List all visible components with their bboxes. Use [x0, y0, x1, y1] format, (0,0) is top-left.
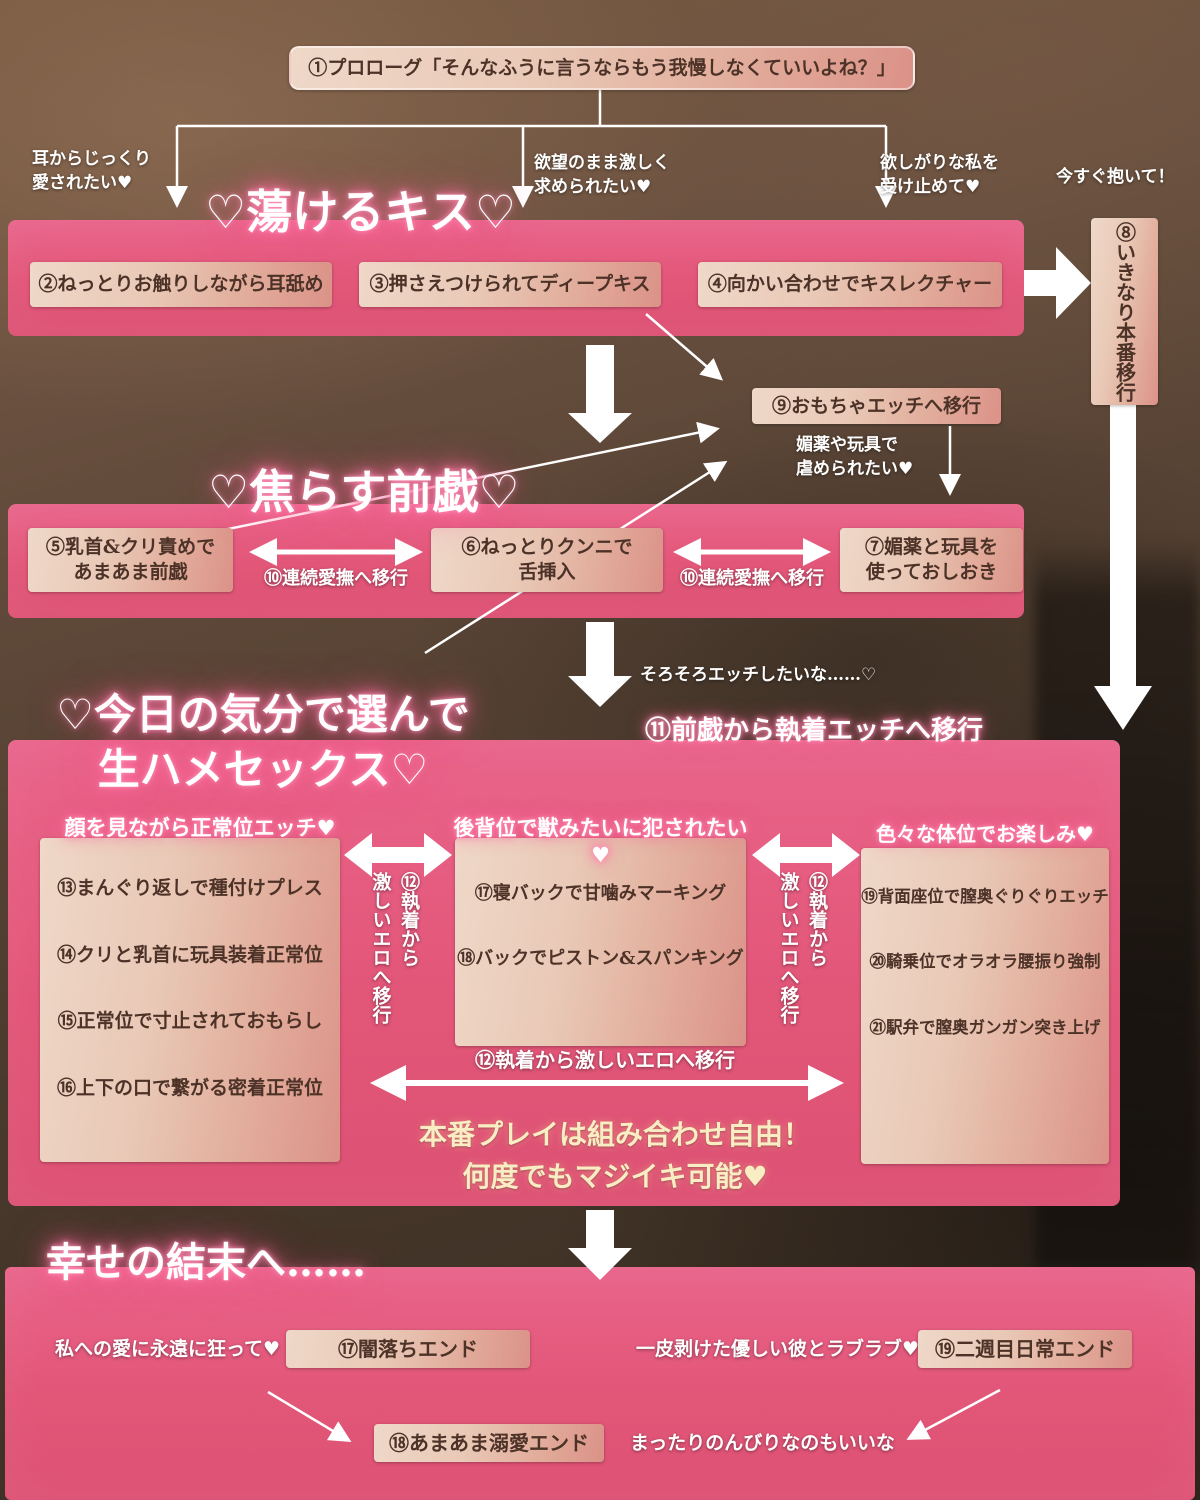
title-happy-endings: 幸せの結末へ……	[46, 1239, 366, 1286]
arrow-box3-to-toy	[645, 313, 724, 381]
box-track13: ⑬まんぐり返しで種付けプレス	[57, 877, 323, 899]
arrow-down-foreplay-to-main	[568, 622, 632, 707]
box-track6: ⑥ねっとりクンニで 舌挿入	[431, 528, 663, 592]
header-missionary: 顔を見ながら正常位エッチ♥	[64, 815, 336, 840]
box-track21: ㉑駅弁で膣奥ガンガン突き上げ	[869, 1017, 1101, 1037]
arrow-down-kiss-to-foreplay	[568, 345, 632, 443]
box-sweet-end: ⑱あまあま溺愛エンド	[374, 1424, 604, 1462]
box-track17: ⑰寝バックで甘噛みマーキング	[474, 883, 727, 904]
arrow-instant-down-long	[1094, 405, 1152, 730]
title-melting-kiss: ♡蕩けるキス♡	[205, 185, 517, 239]
title-raw-sex: ♡今日の気分で選んで 生ハメセックス♡	[56, 690, 470, 794]
column-various: ⑲背面座位で膣奥ぐりぐりエッチ ⑳騎乗位でオラオラ腰振り強制 ㉑駅弁で膣奥ガンガ…	[861, 848, 1109, 1164]
label-transfer-10a: ⑩連続愛撫へ移行	[264, 568, 408, 589]
label-aphrodisiac-toys: 媚薬や玩具で 虐められたい♥	[796, 435, 914, 479]
arrow-daily-to-chill	[906, 1388, 1001, 1440]
box-track16: ⑯上下の口で繋がる密着正常位	[56, 1077, 323, 1100]
label-hold-me-now: 今すぐ抱いて！	[1056, 167, 1175, 187]
header-various-positions: 色々な体位でお楽しみ♥	[876, 822, 1094, 846]
arrow-kiss-to-instant	[1024, 247, 1091, 319]
arrow-dark-to-sweet-end	[267, 1390, 352, 1443]
column-missionary: ⑬まんぐり返しで種付けプレス ⑭クリと乳首に玩具装着正常位 ⑮正常位で寸止されて…	[40, 838, 340, 1162]
label-ear-love: 耳からじっくり 愛されたい♥	[32, 149, 151, 193]
box-track2: ②ねっとりお触りしながら耳舐め	[30, 262, 332, 307]
box-track9-toy: ⑨おもちゃエッチへ移行	[752, 388, 1001, 424]
arrow-box5-to-toy	[149, 421, 720, 547]
label-want-sex-soon: そろそろエッチしたいな……♡	[640, 665, 877, 685]
box-track7: ⑦媚薬と玩具を 使っておしおき	[840, 528, 1023, 592]
box-track15: ⑮正常位で寸止されておもらし	[57, 1010, 323, 1033]
box-track4: ④向かい合わせでキスレクチャー	[698, 262, 1002, 307]
title-teasing-foreplay: ♡焦らす前戯♡	[208, 465, 520, 519]
label-accept-me: 欲しがりな私を 受け止めて♥	[880, 153, 999, 197]
box-dark-end: ⑰闇落ちエンド	[286, 1330, 530, 1368]
label-transfer-12-right: ⑫執着から 激しいエロへ移行	[777, 872, 829, 1024]
label-chill-comment: まったりのんびりなのもいいな	[630, 1432, 895, 1454]
column-doggy: ⑰寝バックで甘噛みマーキング ⑱バックでピストン&スパンキング	[455, 838, 746, 1046]
header-doggy: 後背位で獣みたいに犯されたい♥	[453, 815, 748, 867]
note-free-combination: 本番プレイは組み合わせ自由！ 何度でもマジイキ可能♥	[418, 1118, 811, 1193]
prologue-connector	[166, 86, 897, 208]
box-track3: ③押さえつけられてディープキス	[359, 262, 661, 307]
double-arrow-col1-col2	[344, 833, 452, 877]
label-transition-11: ⑪前戯から執着エッチへ移行	[645, 716, 984, 746]
box-prologue: ①プロローグ「そんなふうに言うならもう我慢しなくていいよね？」	[289, 46, 915, 90]
double-arrow-col2-col3	[752, 833, 860, 877]
box-track18: ⑱バックでピストン&スパンキング	[457, 948, 744, 970]
box-track19: ⑲背面座位で膣奥ぐりぐりエッチ	[861, 887, 1109, 906]
box-track14: ⑭クリと乳首に玩具装着正常位	[56, 943, 323, 966]
label-lovey-dovey: 一皮剥けた優しい彼とラブラブ♥	[636, 1338, 920, 1360]
arrow-down-main-to-endings	[568, 1210, 632, 1280]
label-transfer-12-horizontal: ⑫執着から激しいエロへ移行	[475, 1048, 735, 1072]
box-track5: ⑤乳首&クリ責めで あまあま前戯	[28, 528, 233, 592]
label-mad-love: 私への愛に永遠に狂って♥	[55, 1338, 281, 1360]
box-daily-end: ⑲二週目日常エンド	[918, 1330, 1132, 1368]
label-transfer-10b: ⑩連続愛撫へ移行	[680, 568, 824, 589]
box-track8-instant-main: ⑧いきなり本番移行	[1091, 218, 1158, 405]
label-transfer-12-left: ⑫執着から 激しいエロへ移行	[369, 872, 421, 1024]
box-track20: ⑳騎乗位でオラオラ腰振り強制	[869, 952, 1101, 972]
label-desire: 欲望のまま激しく 求められたい♥	[534, 153, 670, 197]
